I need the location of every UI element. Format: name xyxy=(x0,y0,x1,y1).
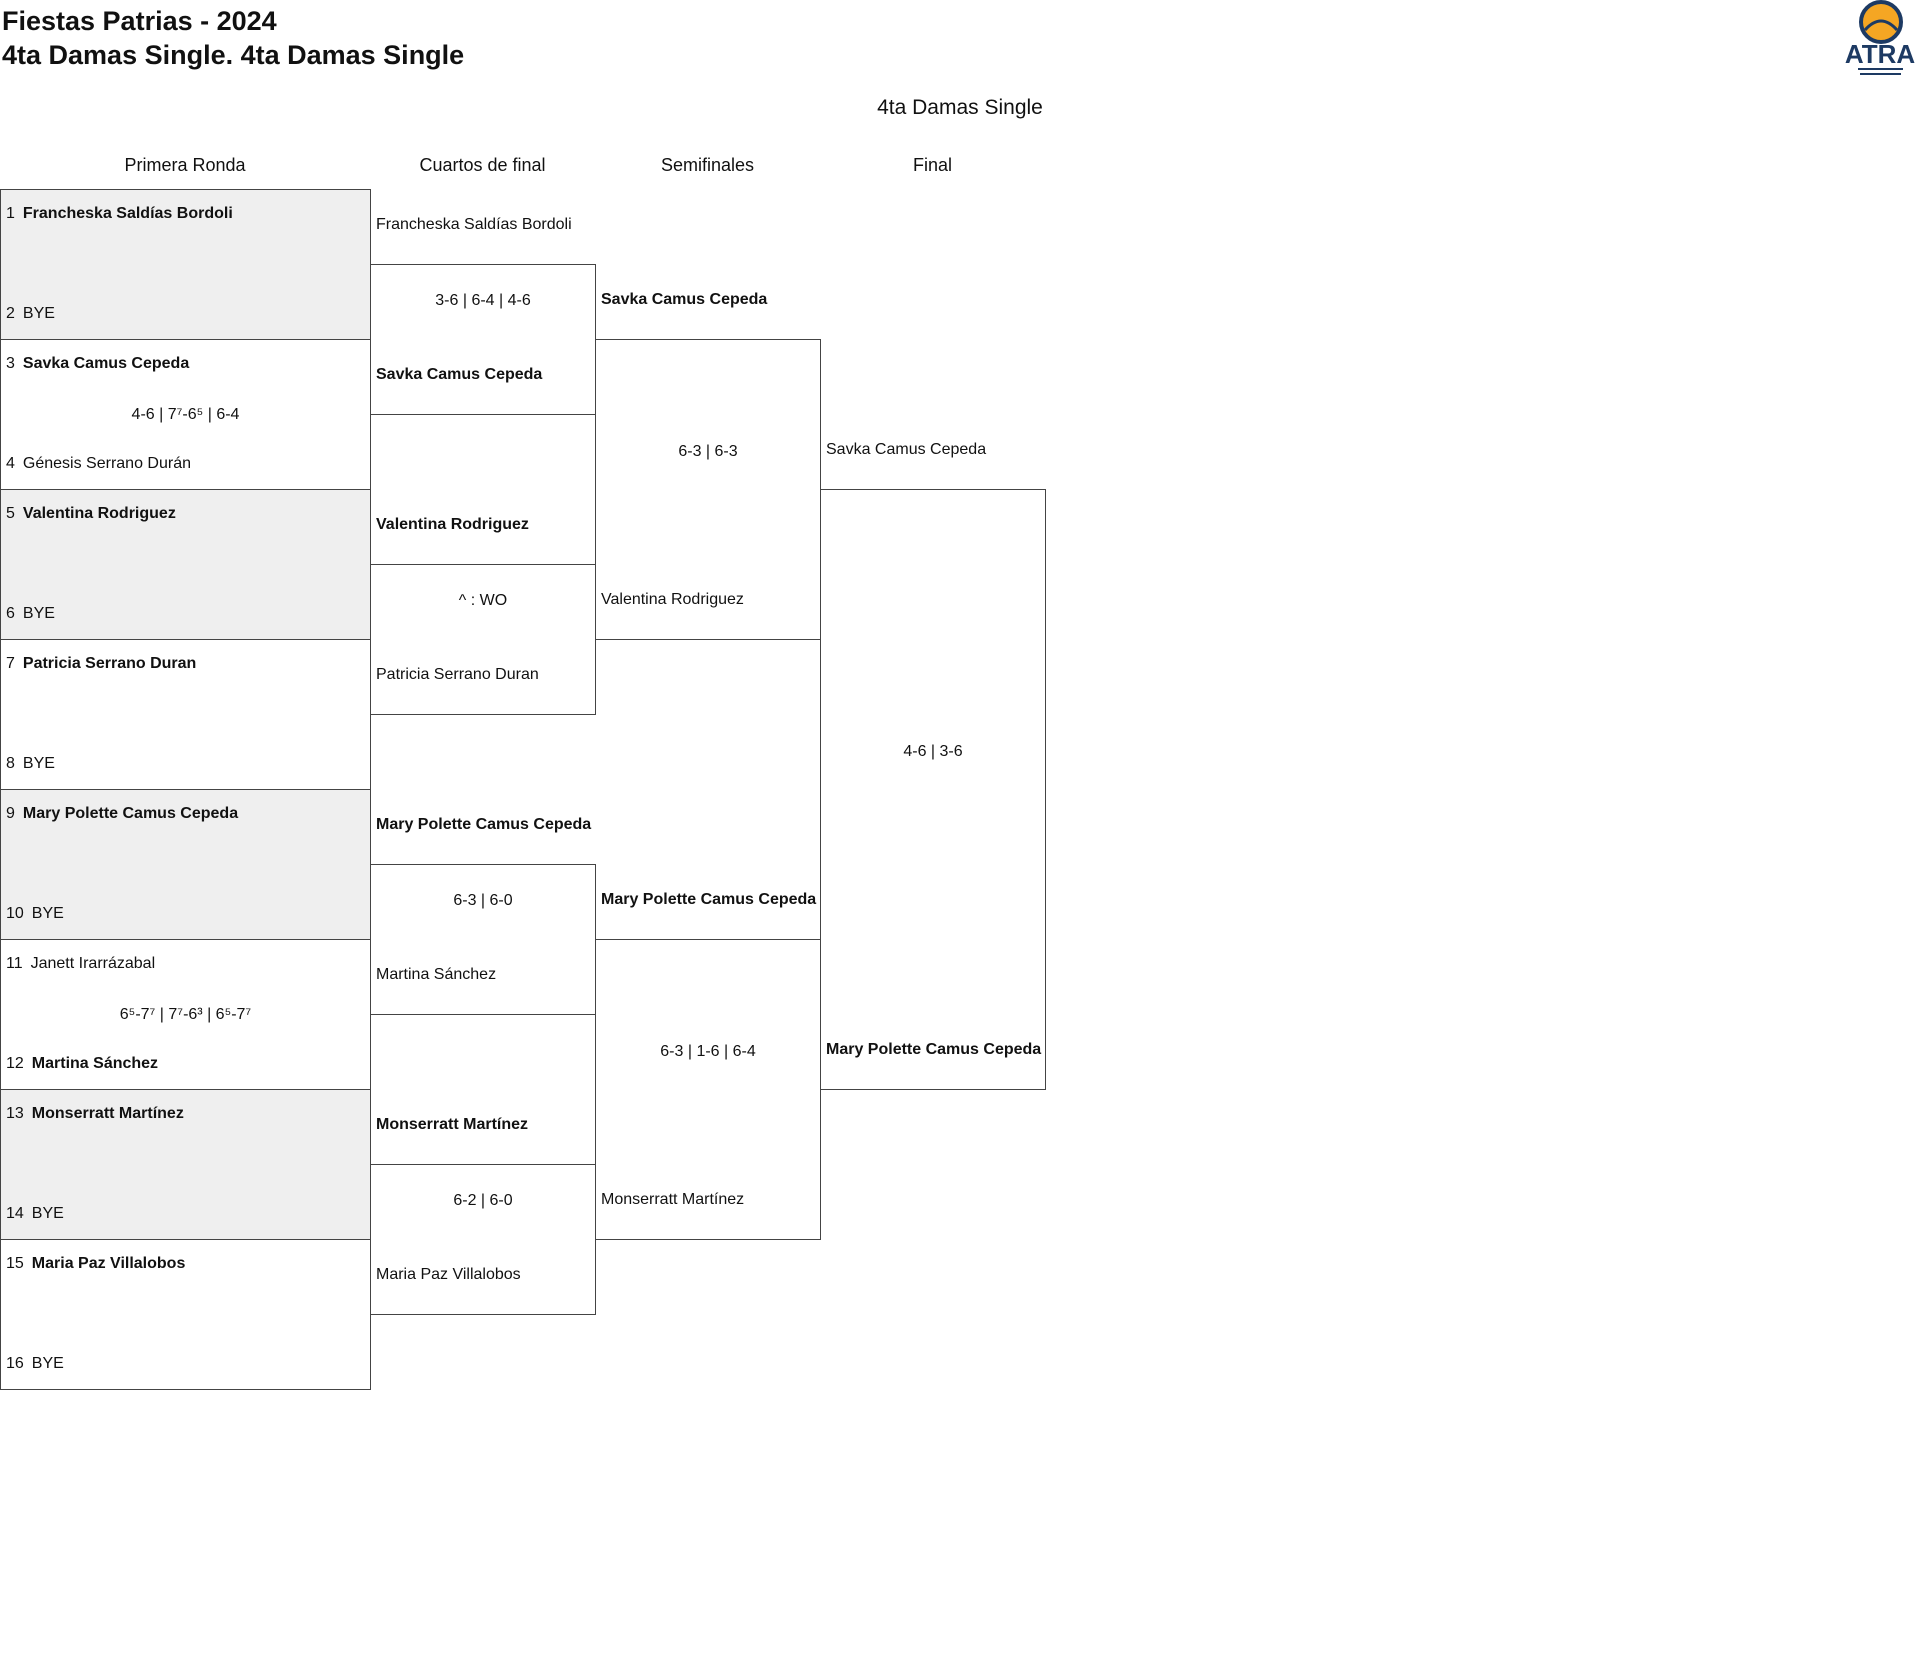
logo-text: ATRA xyxy=(1845,39,1916,69)
qf-score-3: 6-3 | 6-0 xyxy=(453,892,513,909)
atra-logo: ATRA xyxy=(1843,0,1918,82)
final-score: 4-6 | 3-6 xyxy=(903,743,963,760)
qf-player-6: Martina Sánchez xyxy=(376,966,497,983)
r1-match-5 xyxy=(0,789,371,940)
category-title: 4ta Damas Single. 4ta Damas Single xyxy=(2,40,465,70)
r1-score-2: 4-6 | 7⁷-6⁵ | 6-4 xyxy=(131,406,240,423)
r1-score-6: 6⁵-7⁷ | 7⁷-6³ | 6⁵-7⁷ xyxy=(119,1006,252,1023)
qf-player-5: Mary Polette Camus Cepeda xyxy=(376,816,592,833)
qf-match-1 xyxy=(370,264,596,415)
final-player-1: Savka Camus Cepeda xyxy=(826,441,987,458)
qf-match-2 xyxy=(370,564,596,715)
sf-player-1: Savka Camus Cepeda xyxy=(601,291,768,308)
qf-match-3 xyxy=(370,864,596,1015)
qf-player-4: Patricia Serrano Duran xyxy=(376,666,539,683)
sf-player-4: Monserratt Martínez xyxy=(601,1191,745,1208)
qf-player-3: Valentina Rodriguez xyxy=(376,516,529,533)
qf-player-8: Maria Paz Villalobos xyxy=(376,1266,521,1283)
qf-score-4: 6-2 | 6-0 xyxy=(453,1192,513,1209)
qf-player-7: Monserratt Martínez xyxy=(376,1116,529,1133)
tournament-title: Fiestas Patrias - 2024 xyxy=(2,6,277,36)
final-player-2: Mary Polette Camus Cepeda xyxy=(826,1041,1042,1058)
round-header-r2: Cuartos de final xyxy=(419,155,546,175)
round-header-r1: Primera Ronda xyxy=(124,155,246,175)
r1-match-7 xyxy=(0,1089,371,1240)
round-header-r4: Final xyxy=(912,155,952,175)
qf-player-1: Francheska Saldías Bordoli xyxy=(376,216,572,233)
qf-score-2: ^ : WO xyxy=(458,592,508,609)
qf-match-4 xyxy=(370,1164,596,1315)
sf-score-2: 6-3 | 1-6 | 6-4 xyxy=(660,1043,756,1060)
r1-match-1 xyxy=(0,189,371,340)
sf-score-1: 6-3 | 6-3 xyxy=(678,443,738,460)
sf-player-3: Mary Polette Camus Cepeda xyxy=(601,891,817,908)
round-header-r3: Semifinales xyxy=(660,155,755,175)
qf-player-2: Savka Camus Cepeda xyxy=(376,366,543,383)
sf-player-2: Valentina Rodriguez xyxy=(601,591,744,608)
qf-score-1: 3-6 | 6-4 | 4-6 xyxy=(435,292,531,309)
draw-title: 4ta Damas Single xyxy=(877,96,1043,119)
final-match xyxy=(820,489,1046,1090)
